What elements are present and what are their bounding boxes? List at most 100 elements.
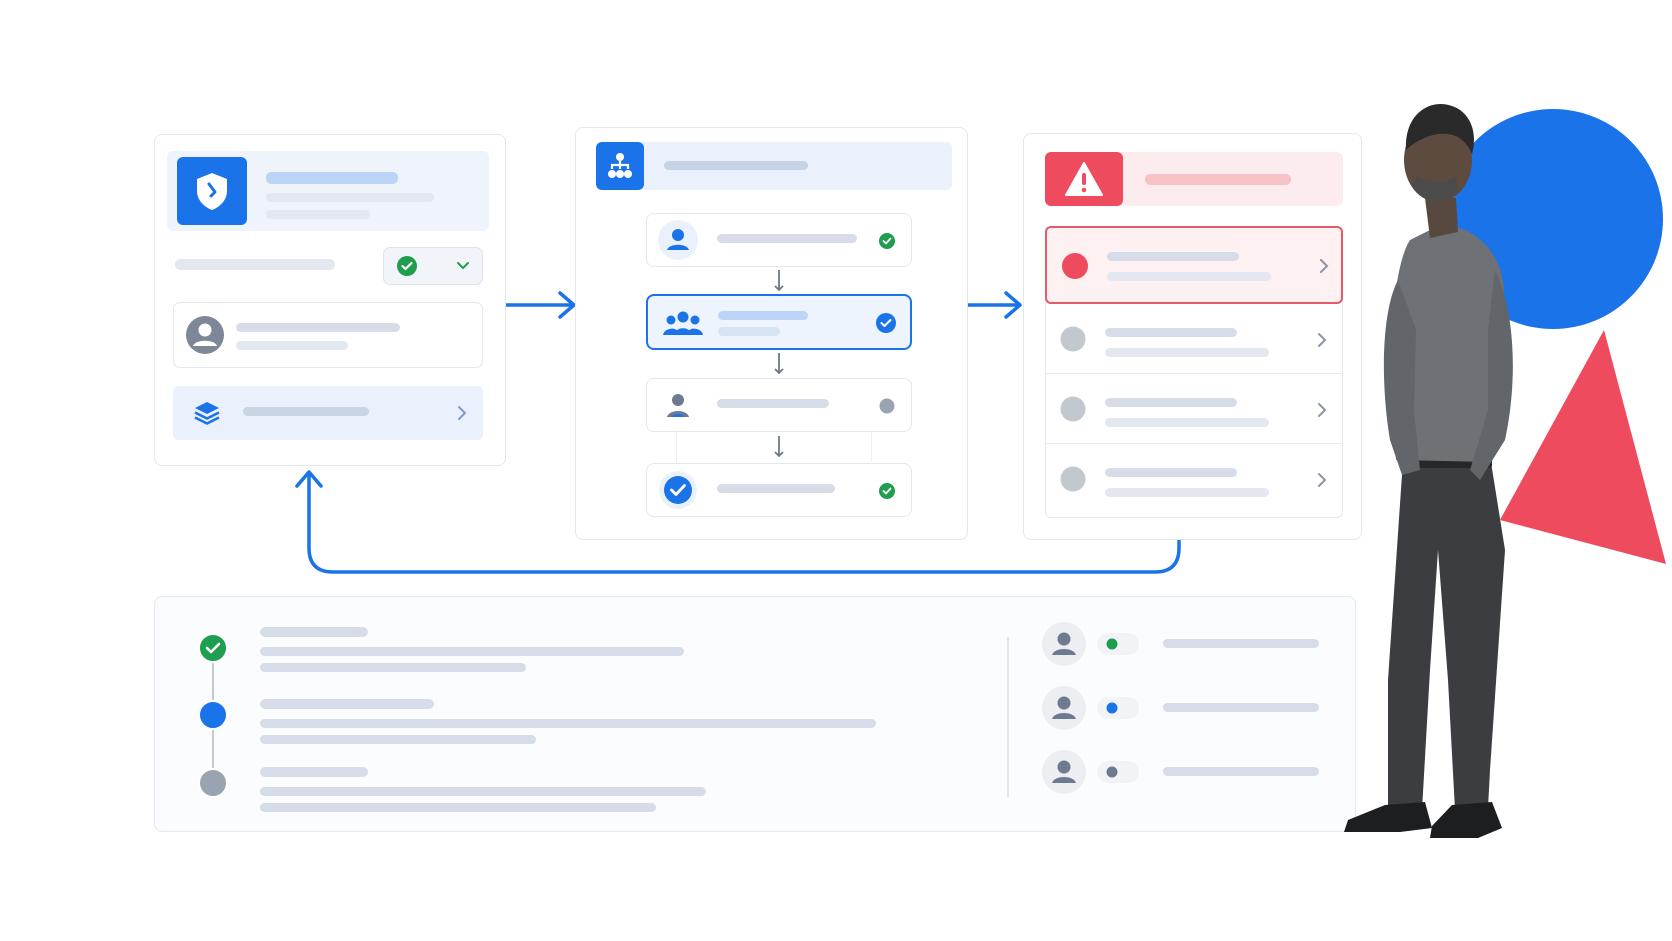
alert-item-title-skeleton: [1105, 398, 1237, 407]
chevron-down-icon: [457, 262, 469, 270]
activity-panel: [154, 596, 1356, 832]
neutral-dot-icon: [1060, 396, 1086, 422]
alert-card-header: [1045, 152, 1343, 206]
assignee-name-skeleton: [1163, 639, 1319, 648]
user-avatar-icon: [1042, 622, 1086, 666]
policy-layers-row[interactable]: [173, 386, 483, 440]
status-pill: [1097, 761, 1139, 783]
status-dot-icon: [1106, 702, 1118, 714]
workflow-step-4[interactable]: [646, 463, 912, 517]
policy-card-header: [167, 151, 489, 231]
workflow-header-icon-box: [596, 142, 644, 190]
red-triangle-shape: [1500, 330, 1666, 564]
policy-subtitle-skeleton-2: [266, 210, 370, 219]
user-avatar-icon: [186, 316, 224, 354]
standing-person-figure: [1344, 103, 1513, 838]
user-icon: [658, 220, 698, 260]
policy-status-dropdown[interactable]: [383, 247, 483, 285]
status-pill: [1097, 697, 1139, 719]
timeline-check-icon: [198, 633, 228, 663]
alert-item-sub-skeleton: [1107, 272, 1271, 281]
assignee-name-skeleton: [1163, 767, 1319, 776]
status-pill: [1097, 633, 1139, 655]
check-circle-icon: [876, 313, 896, 333]
alert-item-sub-skeleton: [1105, 418, 1269, 427]
workflow-step-2-active[interactable]: [646, 294, 912, 350]
error-dot-icon: [1062, 253, 1088, 279]
owner-name-skeleton: [236, 323, 400, 332]
status-dot-icon: [1106, 766, 1118, 778]
shield-icon: [197, 173, 227, 210]
alert-item-sub-skeleton: [1105, 348, 1269, 357]
chevron-right-icon: [1320, 259, 1329, 273]
policy-owner-row[interactable]: [173, 302, 483, 368]
assignee-name-skeleton: [1163, 703, 1319, 712]
check-circle-icon: [397, 256, 417, 276]
policy-title-skeleton: [266, 172, 398, 184]
timeline-3-title-skeleton: [260, 767, 368, 777]
neutral-dot-icon: [1060, 326, 1086, 352]
step-4-label-skeleton: [717, 484, 835, 493]
chevron-right-icon: [1318, 403, 1327, 417]
decorative-person-illustration: [1344, 103, 1666, 838]
step-2-label-skeleton: [718, 311, 808, 320]
step-connector-arrow: [774, 436, 784, 458]
alert-item[interactable]: [1045, 306, 1343, 374]
chevron-right-icon: [1318, 473, 1327, 487]
step-connector-arrow: [774, 353, 784, 375]
step-2-sub-skeleton: [718, 327, 780, 336]
policy-header-icon-box: [177, 157, 247, 225]
owner-role-skeleton: [236, 341, 348, 350]
check-circle-icon: [659, 471, 697, 509]
alert-item-title-skeleton: [1105, 328, 1237, 337]
timeline-3-line-skeleton-2: [260, 803, 656, 812]
step-connector-box: [676, 432, 872, 462]
alert-item-error[interactable]: [1045, 226, 1343, 304]
workflow-card-header: [596, 142, 952, 190]
user-avatar-icon: [1042, 750, 1086, 794]
alert-item-title-skeleton: [1107, 252, 1239, 261]
step-connector-arrow: [774, 270, 784, 292]
timeline-2-line-skeleton: [260, 719, 876, 728]
alert-item[interactable]: [1045, 446, 1343, 516]
alert-item-sub-skeleton: [1105, 488, 1269, 497]
timeline-1-line-skeleton-2: [260, 663, 526, 672]
assignee-row[interactable]: [1041, 621, 1331, 667]
status-dot-icon: [1106, 638, 1118, 650]
workflow-title-skeleton: [664, 161, 808, 170]
policy-subtitle-skeleton: [266, 193, 434, 202]
warning-icon: [1065, 162, 1103, 196]
chevron-right-icon: [458, 406, 467, 420]
neutral-dot-icon: [1060, 466, 1086, 492]
hierarchy-icon: [608, 153, 632, 178]
workflow-card: [575, 127, 968, 540]
timeline-active-dot-icon: [198, 700, 228, 730]
alert-item[interactable]: [1045, 376, 1343, 444]
timeline-1-title-skeleton: [260, 627, 368, 637]
chevron-right-icon: [1318, 333, 1327, 347]
layers-icon: [194, 402, 220, 425]
group-icon: [663, 311, 703, 335]
alert-title-skeleton: [1145, 174, 1291, 185]
timeline-2-title-skeleton: [260, 699, 434, 709]
pending-dot-icon: [879, 398, 895, 414]
timeline-pending-dot-icon: [198, 768, 228, 798]
policy-field-label-skeleton: [175, 259, 335, 270]
policy-card: [154, 134, 506, 466]
alert-header-icon-box: [1045, 152, 1123, 206]
step-1-label-skeleton: [717, 234, 857, 243]
check-circle-icon: [879, 233, 895, 249]
timeline-2-line-skeleton-2: [260, 735, 536, 744]
timeline-1-line-skeleton: [260, 647, 684, 656]
user-avatar-icon: [1042, 686, 1086, 730]
workflow-step-3[interactable]: [646, 378, 912, 432]
panel-divider: [1007, 637, 1009, 797]
user-icon: [667, 394, 689, 417]
workflow-step-1[interactable]: [646, 213, 912, 267]
timeline-3-line-skeleton: [260, 787, 706, 796]
step-3-label-skeleton: [717, 399, 829, 408]
assignee-row[interactable]: [1041, 749, 1331, 795]
check-circle-icon: [879, 483, 895, 499]
assignee-row[interactable]: [1041, 685, 1331, 731]
alert-item-title-skeleton: [1105, 468, 1237, 477]
